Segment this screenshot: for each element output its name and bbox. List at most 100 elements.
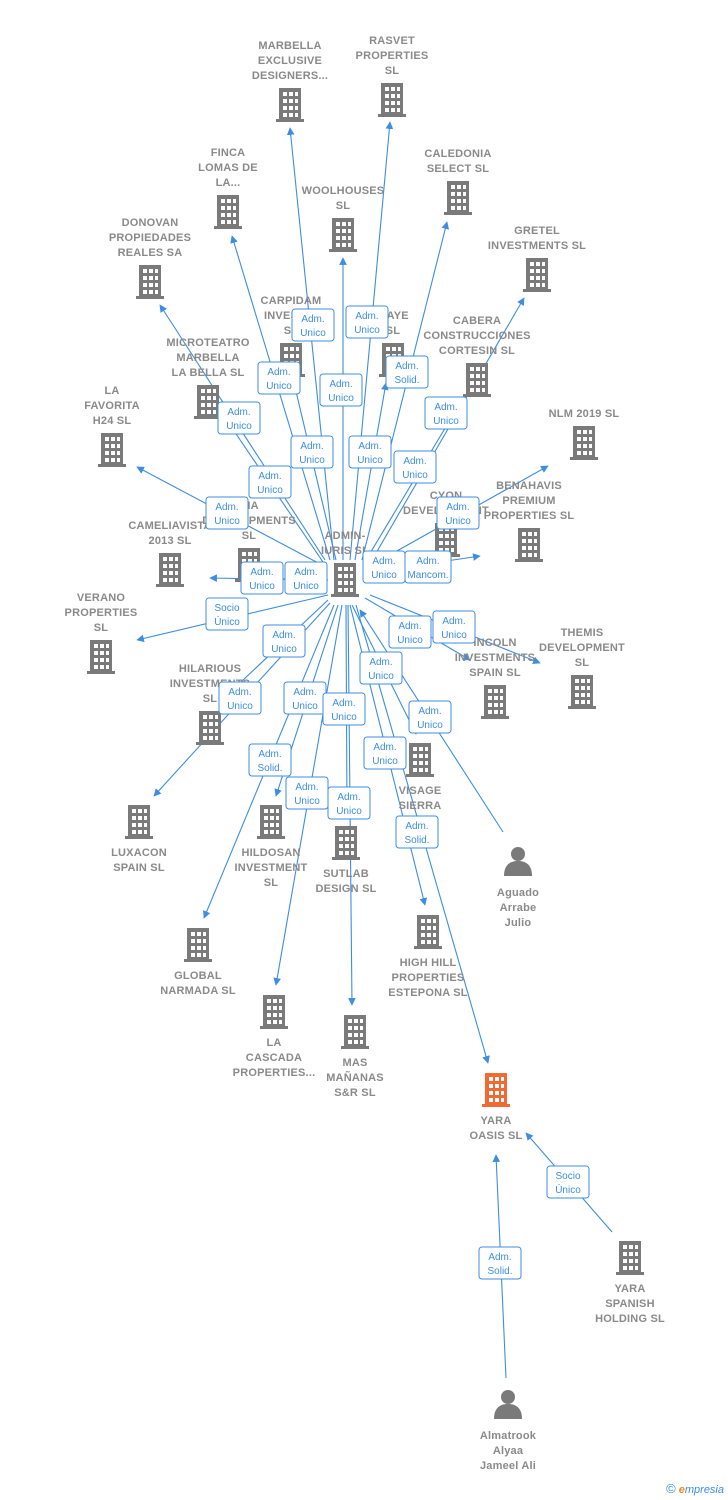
building-icon (481, 685, 509, 719)
edge-label-yaraoasis-32[interactable]: Adm.Solid. (478, 1246, 522, 1280)
edge-label-lincoln-19[interactable]: Adm.Unico (388, 615, 432, 649)
edge-label-hilarious-18[interactable]: Adm.Unico (262, 624, 306, 658)
edge-label-visage-27[interactable]: Adm.Unico (359, 651, 403, 685)
edge-label-woolhouses-3[interactable]: Adm.Unico (319, 373, 363, 407)
node-label-finca: LOMAS DE (198, 162, 258, 174)
node-nlm[interactable]: NLM 2019 SL (549, 408, 620, 460)
edge-label-halcyon-17[interactable]: Adm.Unico (362, 550, 406, 584)
edge-label-lacascada-24[interactable]: Adm.Unico (285, 776, 329, 810)
person-icon (494, 1390, 522, 1419)
edge-label-cameliavista-14[interactable]: Adm.Unico (240, 561, 284, 595)
node-label-luxacon: SPAIN SL (113, 862, 165, 874)
node-label-cabera: CORTESIN SL (439, 345, 515, 357)
edge-label-carpidam-7[interactable]: Adm.Unico (290, 435, 334, 469)
node-adminiuris[interactable]: ADMIN-IURIS SL (321, 530, 369, 597)
edge-label-text: Unico (227, 701, 253, 712)
edge-label-text: Adm. (405, 821, 428, 832)
edge-label-yaraoasis-29[interactable]: Adm.Solid. (395, 815, 439, 849)
node-marbella[interactable]: MARBELLAEXCLUSIVEDESIGNERS... (252, 40, 328, 122)
edge-label-text: Adm. (300, 441, 323, 452)
edge-label-text: Solid. (394, 375, 419, 386)
edge-label-sutlab-26[interactable]: Adm.Unico (322, 692, 366, 726)
edge-adminiuris-caledonia (361, 221, 450, 561)
node-label-carpidam: CARPIDAM (261, 295, 322, 307)
edge-label-text: Unico (357, 455, 383, 466)
edge-label-lafavorita-11[interactable]: Adm.Unico (205, 496, 249, 530)
building-icon (378, 83, 406, 117)
node-label-cameliavista: 2013 SL (149, 535, 192, 547)
node-label-woolhouses: SL (336, 200, 351, 212)
node-label-hildosan: INVESTMENT (235, 862, 308, 874)
node-label-caledonia: CALEDONIA (424, 148, 491, 160)
edge-label-text: Adm. (442, 616, 465, 627)
building-icon (98, 433, 126, 467)
edge-label-donovan-5[interactable]: Adm.Unico (217, 401, 261, 435)
edge-label-text: Unico (441, 630, 467, 641)
edge-label-victoria-16[interactable]: Adm.Unico (284, 561, 328, 595)
footer-brand[interactable]: ©empresia (666, 1481, 724, 1496)
edge-label-highhill-28[interactable]: Adm.Unico (363, 736, 407, 770)
building-icon (260, 995, 288, 1029)
edge-label-themis-20[interactable]: Adm. Unico (432, 610, 476, 644)
edge-label-microteatro-10[interactable]: Adm.Unico (248, 465, 292, 499)
edge-label-text: Unico (417, 720, 443, 731)
node-label-benahavis: BENAHAVIS (496, 480, 562, 492)
edge-label-luxacon-21[interactable]: Adm.Unico (218, 681, 262, 715)
edge-label-text: Unico (372, 756, 398, 767)
node-lacascada[interactable]: LACASCADAPROPERTIES... (233, 995, 316, 1079)
edge-label-rasvet-1[interactable]: Adm. Unico (345, 305, 389, 339)
edge-label-text: Adm. (294, 567, 317, 578)
node-label-sutlab: SUTLAB (323, 868, 369, 880)
edge-label-text: Adm. (332, 698, 355, 709)
edge-label-finca-2[interactable]: Adm.Unico (257, 361, 301, 395)
edge-label-global-23[interactable]: Adm.Solid. (248, 743, 292, 777)
edge-label-gretel-6[interactable]: Adm.Unico (424, 396, 468, 430)
edge-label-text: Unico (368, 671, 394, 682)
edge-label-text: Unico (354, 325, 380, 336)
edge-label-adminiuris-30[interactable]: Adm.Unico (408, 700, 452, 734)
edge-label-text: Adm. (372, 556, 395, 567)
edge-label-cabera-9[interactable]: Adm.Unico (393, 450, 437, 484)
edge-label-caledonia-4[interactable]: Adm.Solid. (385, 355, 429, 389)
edge-label-masmananas-25[interactable]: Adm.Unico (327, 786, 371, 820)
edge-label-text: Adm. (355, 311, 378, 322)
edge-label-benahavis-13[interactable]: Adm.Mancom. (404, 550, 452, 584)
edge-label-text: Unico (397, 635, 423, 646)
edge-label-text: Unico (292, 701, 318, 712)
edge-label-marbella-0[interactable]: Adm.Unico (291, 308, 335, 342)
node-label-luxacon: LUXACON (111, 847, 167, 859)
edge-label-nlm-12[interactable]: Adm.Unico (436, 496, 480, 530)
node-luxacon[interactable]: LUXACON SPAIN SL (111, 805, 167, 874)
building-icon (125, 805, 153, 839)
edge-label-maye-8[interactable]: Adm.Unico (348, 435, 392, 469)
building-icon (515, 528, 543, 562)
edge-label-hildosan-22[interactable]: Adm.Unico (283, 681, 327, 715)
edge-label-text: Solid. (487, 1266, 512, 1277)
